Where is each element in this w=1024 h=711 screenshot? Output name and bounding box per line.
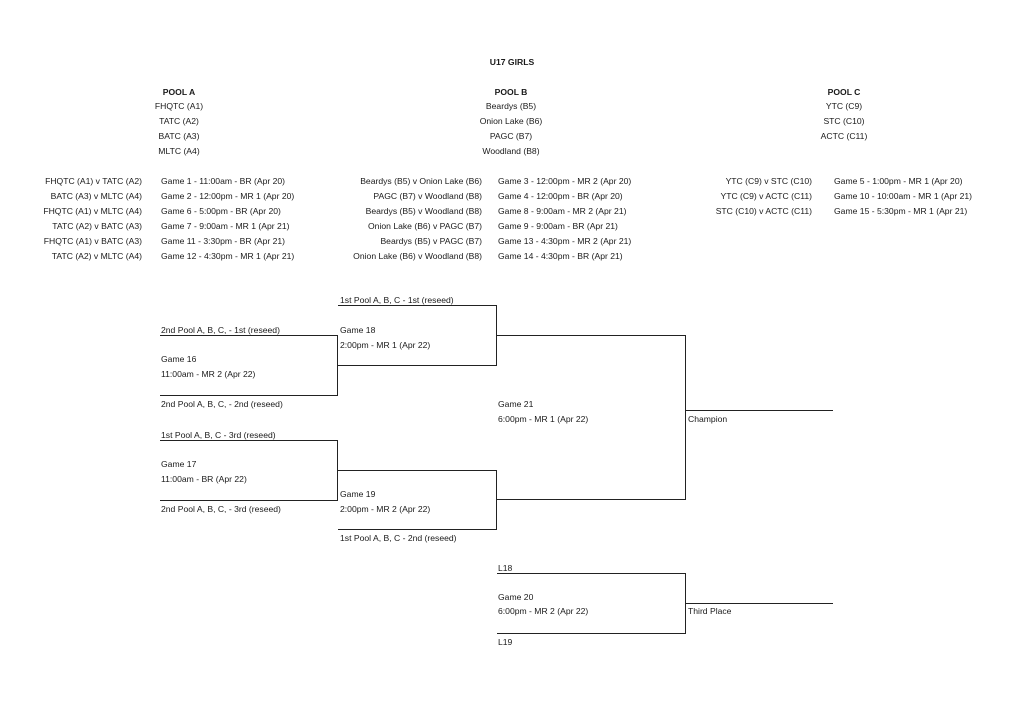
game-label: Game 16 <box>161 354 197 364</box>
game-time: Game 3 - 12:00pm - MR 2 (Apr 20) <box>498 176 632 186</box>
loser-label: L18 <box>498 563 513 573</box>
seed-label: 2nd Pool A, B, C, - 3rd (reseed) <box>161 504 281 514</box>
bracket-line <box>497 573 686 574</box>
match: BATC (A3) v MLTC (A4) <box>50 191 142 201</box>
match: TATC (A2) v MLTC (A4) <box>51 251 142 261</box>
match: PAGC (B7) v Woodland (B8) <box>373 191 482 201</box>
pool-a-title: POOL A <box>162 87 196 97</box>
bracket-line <box>337 470 497 471</box>
bracket-line <box>685 335 686 500</box>
seed-label: 1st Pool A, B, C - 3rd (reseed) <box>161 430 276 440</box>
game-time: Game 8 - 9:00am - MR 2 (Apr 21) <box>498 206 627 216</box>
game-label: Game 19 <box>340 489 376 499</box>
match: FHQTC (A1) v MLTC (A4) <box>43 206 142 216</box>
page-title: U17 GIRLS <box>489 57 535 67</box>
game-time: 11:00am - MR 2 (Apr 22) <box>161 369 256 379</box>
pool-team: BATC (A3) <box>158 131 200 141</box>
game-time: Game 5 - 1:00pm - MR 1 (Apr 20) <box>834 176 963 186</box>
seed-label: 2nd Pool A, B, C, - 1st (reseed) <box>161 325 280 335</box>
pool-team: PAGC (B7) <box>489 131 533 141</box>
game-time: Game 10 - 10:00am - MR 1 (Apr 21) <box>834 191 973 201</box>
bracket-line <box>496 499 686 500</box>
pool-team: TATC (A2) <box>159 116 199 126</box>
match: Beardys (B5) v PAGC (B7) <box>380 236 482 246</box>
third-place-label: Third Place <box>688 606 732 616</box>
game-time: 6:00pm - MR 2 (Apr 22) <box>498 606 589 616</box>
bracket-line <box>160 335 337 336</box>
game-time: 2:00pm - MR 2 (Apr 22) <box>340 504 431 514</box>
bracket-line <box>338 305 497 306</box>
seed-label: 1st Pool A, B, C - 1st (reseed) <box>340 295 454 305</box>
match: Beardys (B5) v Onion Lake (B6) <box>360 176 482 186</box>
match: Onion Lake (B6) v PAGC (B7) <box>368 221 482 231</box>
game-time: Game 2 - 12:00pm - MR 1 (Apr 20) <box>161 191 295 201</box>
pool-team: YTC (C9) <box>825 101 863 111</box>
match: Onion Lake (B6) v Woodland (B8) <box>353 251 482 261</box>
game-time: 11:00am - BR (Apr 22) <box>161 474 247 484</box>
bracket-line <box>160 395 337 396</box>
pool-b-title: POOL B <box>494 87 528 97</box>
game-label: Game 17 <box>161 459 197 469</box>
pool-team: Onion Lake (B6) <box>479 116 543 126</box>
bracket-line <box>338 529 497 530</box>
match: FHQTC (A1) v BATC (A3) <box>43 236 142 246</box>
bracket-line <box>160 440 337 441</box>
game-time: 6:00pm - MR 1 (Apr 22) <box>498 414 589 424</box>
pool-team: Woodland (B8) <box>482 146 540 156</box>
pool-team: FHQTC (A1) <box>154 101 204 111</box>
game-time: Game 6 - 5:00pm - BR (Apr 20) <box>161 206 281 216</box>
match: YTC (C9) v STC (C10) <box>725 176 812 186</box>
bracket-line <box>160 500 337 501</box>
game-time: Game 7 - 9:00am - MR 1 (Apr 21) <box>161 221 290 231</box>
bracket-line <box>685 603 833 604</box>
game-label: Game 18 <box>340 325 376 335</box>
pool-c-title: POOL C <box>827 87 861 97</box>
bracket-line <box>497 633 686 634</box>
match: STC (C10) v ACTC (C11) <box>715 206 812 216</box>
pool-team: ACTC (C11) <box>820 131 868 141</box>
seed-label: 2nd Pool A, B, C, - 2nd (reseed) <box>161 399 283 409</box>
game-time: Game 9 - 9:00am - BR (Apr 21) <box>498 221 618 231</box>
champion-label: Champion <box>688 414 728 424</box>
pool-team: STC (C10) <box>823 116 865 126</box>
seed-label: 1st Pool A, B, C - 2nd (reseed) <box>340 533 457 543</box>
game-label: Game 20 <box>498 592 534 602</box>
match: TATC (A2) v BATC (A3) <box>52 221 142 231</box>
game-time: Game 13 - 4:30pm - MR 2 (Apr 21) <box>498 236 632 246</box>
bracket-line <box>496 470 497 530</box>
game-time: Game 14 - 4:30pm - BR (Apr 21) <box>498 251 623 261</box>
game-label: Game 21 <box>498 399 534 409</box>
game-time: Game 15 - 5:30pm - MR 1 (Apr 21) <box>834 206 968 216</box>
loser-label: L19 <box>498 637 513 647</box>
game-time: Game 12 - 4:30pm - MR 1 (Apr 21) <box>161 251 295 261</box>
game-time: Game 11 - 3:30pm - BR (Apr 21) <box>161 236 286 246</box>
match: Beardys (B5) v Woodland (B8) <box>365 206 482 216</box>
bracket-line <box>685 410 833 411</box>
bracket-line <box>337 365 497 366</box>
match: FHQTC (A1) v TATC (A2) <box>45 176 142 186</box>
bracket-line <box>496 335 686 336</box>
match: YTC (C9) v ACTC (C11) <box>720 191 812 201</box>
game-time: Game 1 - 11:00am - BR (Apr 20) <box>161 176 286 186</box>
game-time: 2:00pm - MR 1 (Apr 22) <box>340 340 431 350</box>
pool-team: Beardys (B5) <box>485 101 537 111</box>
pool-team: MLTC (A4) <box>158 146 200 156</box>
game-time: Game 4 - 12:00pm - BR (Apr 20) <box>498 191 623 201</box>
